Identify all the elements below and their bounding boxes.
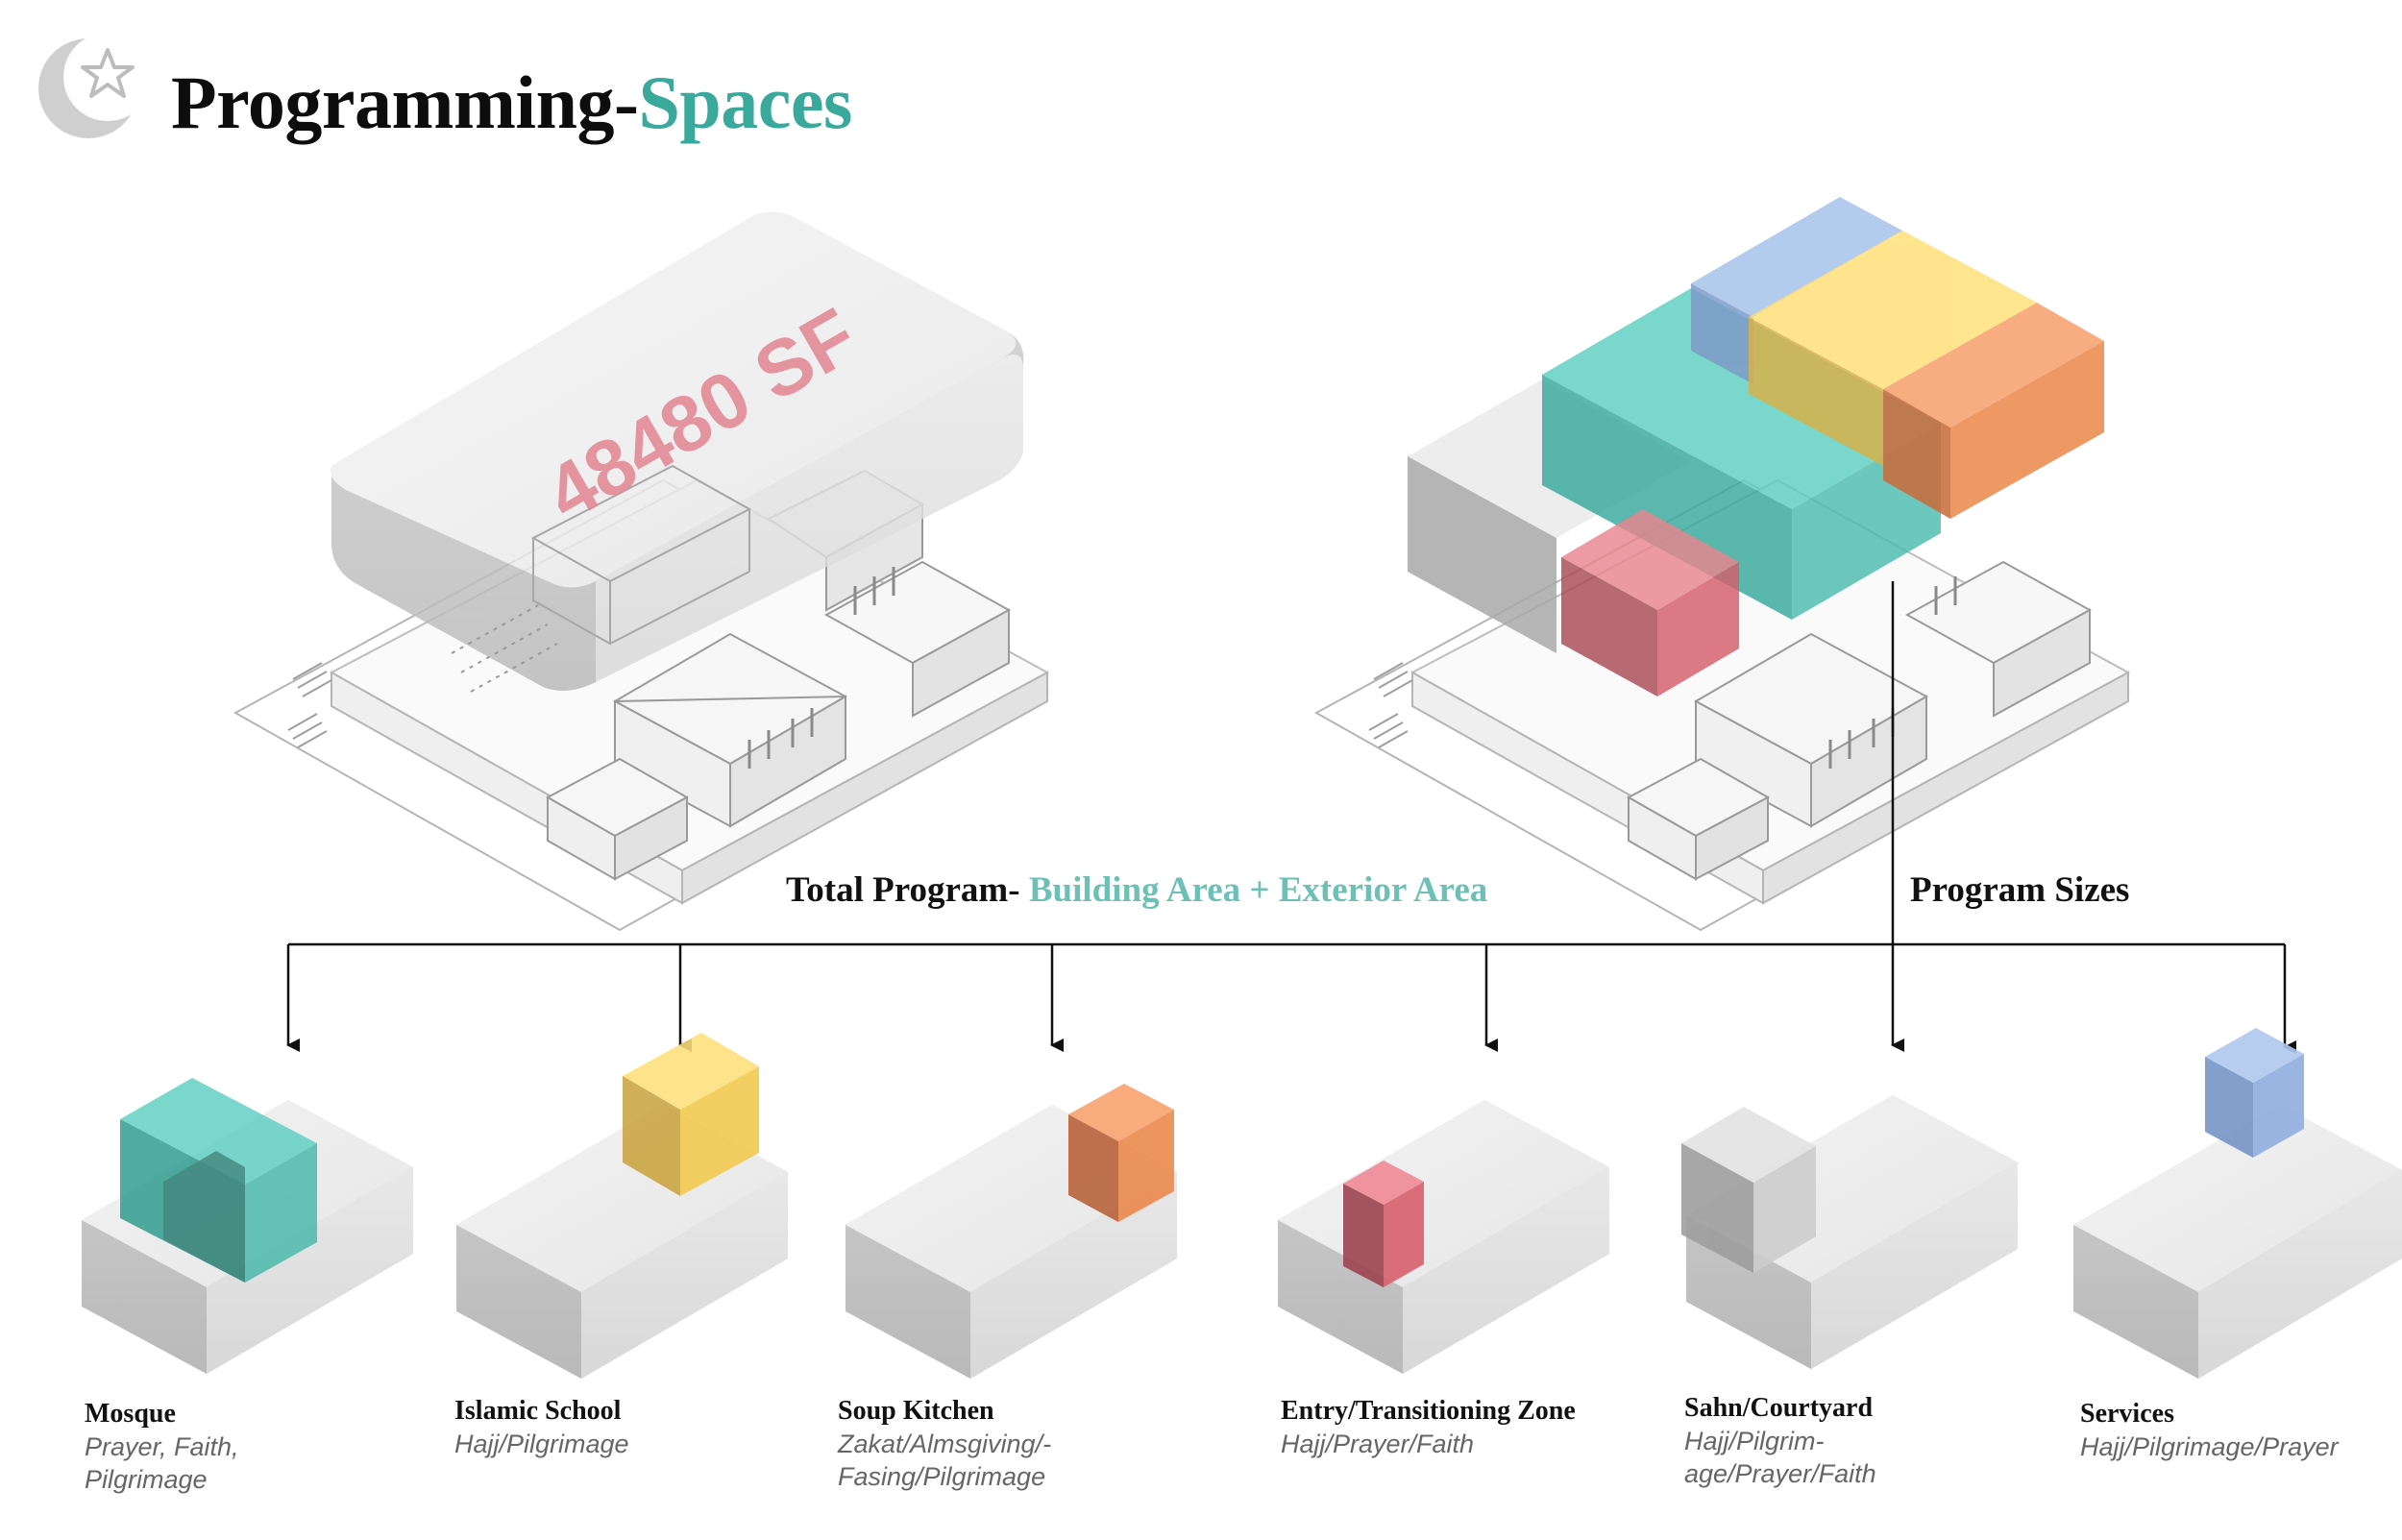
program-arrows: [286, 581, 2296, 1054]
program-desc: Hajj/Prayer/Faith: [1281, 1430, 1475, 1458]
caption-program-sizes: Program Sizes: [1910, 870, 2130, 910]
program-label-courtyard: Sahn/Courtyard Hajj/Pilgrim-age/Prayer/F…: [1684, 1392, 1924, 1490]
program-name: Entry/Transitioning Zone: [1281, 1396, 1576, 1426]
program-name: Sahn/Courtyard: [1684, 1393, 1874, 1423]
program-name: Mosque: [85, 1399, 176, 1429]
program-label-islamic-school: Islamic School Hajj/Pilgrimage: [454, 1395, 820, 1460]
page-title: Programming-Spaces: [171, 60, 852, 146]
site-axonometric-total: [233, 211, 1050, 932]
caption-total-program: Total Program- Building Area + Exterior …: [786, 869, 1487, 911]
program-label-services: Services Hajj/Pilgrimage/Prayer: [2080, 1398, 2388, 1463]
program-desc: Hajj/Pilgrim-age/Prayer/Faith: [1684, 1427, 1876, 1488]
program-block-soup-kitchen: [846, 1084, 1177, 1379]
program-block-courtyard: [1681, 1095, 2018, 1369]
program-label-soup-kitchen: Soup Kitchen Zakat/Almsgiving/-Fasing/Pi…: [838, 1395, 1107, 1493]
crescent-star-icon: [38, 33, 152, 138]
program-label-entry-zone: Entry/Transitioning Zone Hajj/Prayer/Fai…: [1281, 1395, 1646, 1460]
program-label-mosque: Mosque Prayer, Faith, Pilgrimage: [85, 1398, 354, 1496]
site-axonometric-program: [1313, 197, 2131, 932]
title-part-accent: Spaces: [638, 61, 852, 144]
program-block-islamic-school: [456, 1033, 788, 1379]
program-desc: Zakat/Almsgiving/-Fasing/Pilgrimage: [838, 1430, 1052, 1491]
caption-total-highlight: Building Area + Exterior Area: [1028, 870, 1488, 910]
title-part-black: Programming-: [171, 61, 639, 144]
program-block-entry-zone: [1278, 1100, 1609, 1374]
program-block-mosque: [82, 1078, 413, 1374]
program-desc: Prayer, Faith, Pilgrimage: [85, 1432, 239, 1494]
program-name: Soup Kitchen: [838, 1396, 994, 1426]
program-name: Services: [2080, 1399, 2174, 1429]
program-name: Islamic School: [454, 1396, 622, 1426]
caption-total-label: Total Program-: [786, 870, 1029, 910]
program-desc: Hajj/Pilgrimage/Prayer: [2080, 1432, 2339, 1461]
program-desc: Hajj/Pilgrimage: [454, 1430, 629, 1458]
program-block-services: [2073, 1028, 2402, 1379]
